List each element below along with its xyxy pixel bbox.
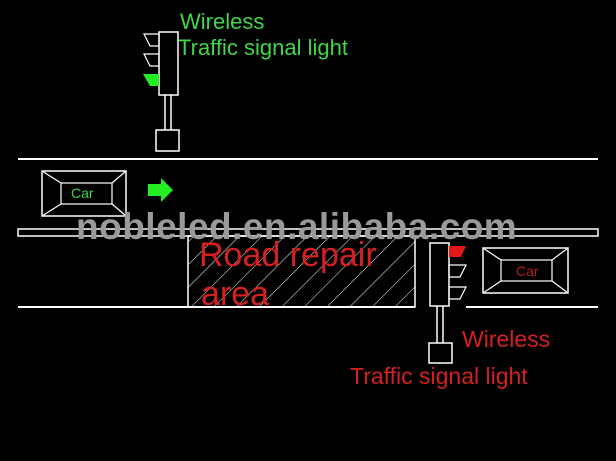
car-right	[482, 247, 569, 294]
arrow-right-icon	[148, 178, 173, 202]
road-repair-area	[187, 235, 416, 308]
car-left	[41, 170, 127, 217]
repair-area-label-line2: area	[201, 275, 270, 313]
top-traffic-signal	[143, 31, 180, 152]
bottom-traffic-signal	[428, 242, 467, 364]
bottom-signal-label-wireless: Wireless	[462, 326, 551, 352]
car-left-label: Car	[71, 185, 94, 201]
bottom-signal-label-name: Traffic signal light	[350, 363, 528, 389]
top-signal-label-name: Traffic signal light	[178, 35, 348, 60]
green-light-icon	[143, 74, 159, 86]
repair-area-label-line1: Road repair	[199, 236, 377, 274]
car-right-label: Car	[516, 263, 539, 279]
watermark: nobleled.en.alibaba.com	[76, 206, 518, 247]
red-light-icon	[449, 246, 466, 257]
top-signal-label-wireless: Wireless	[180, 9, 265, 34]
